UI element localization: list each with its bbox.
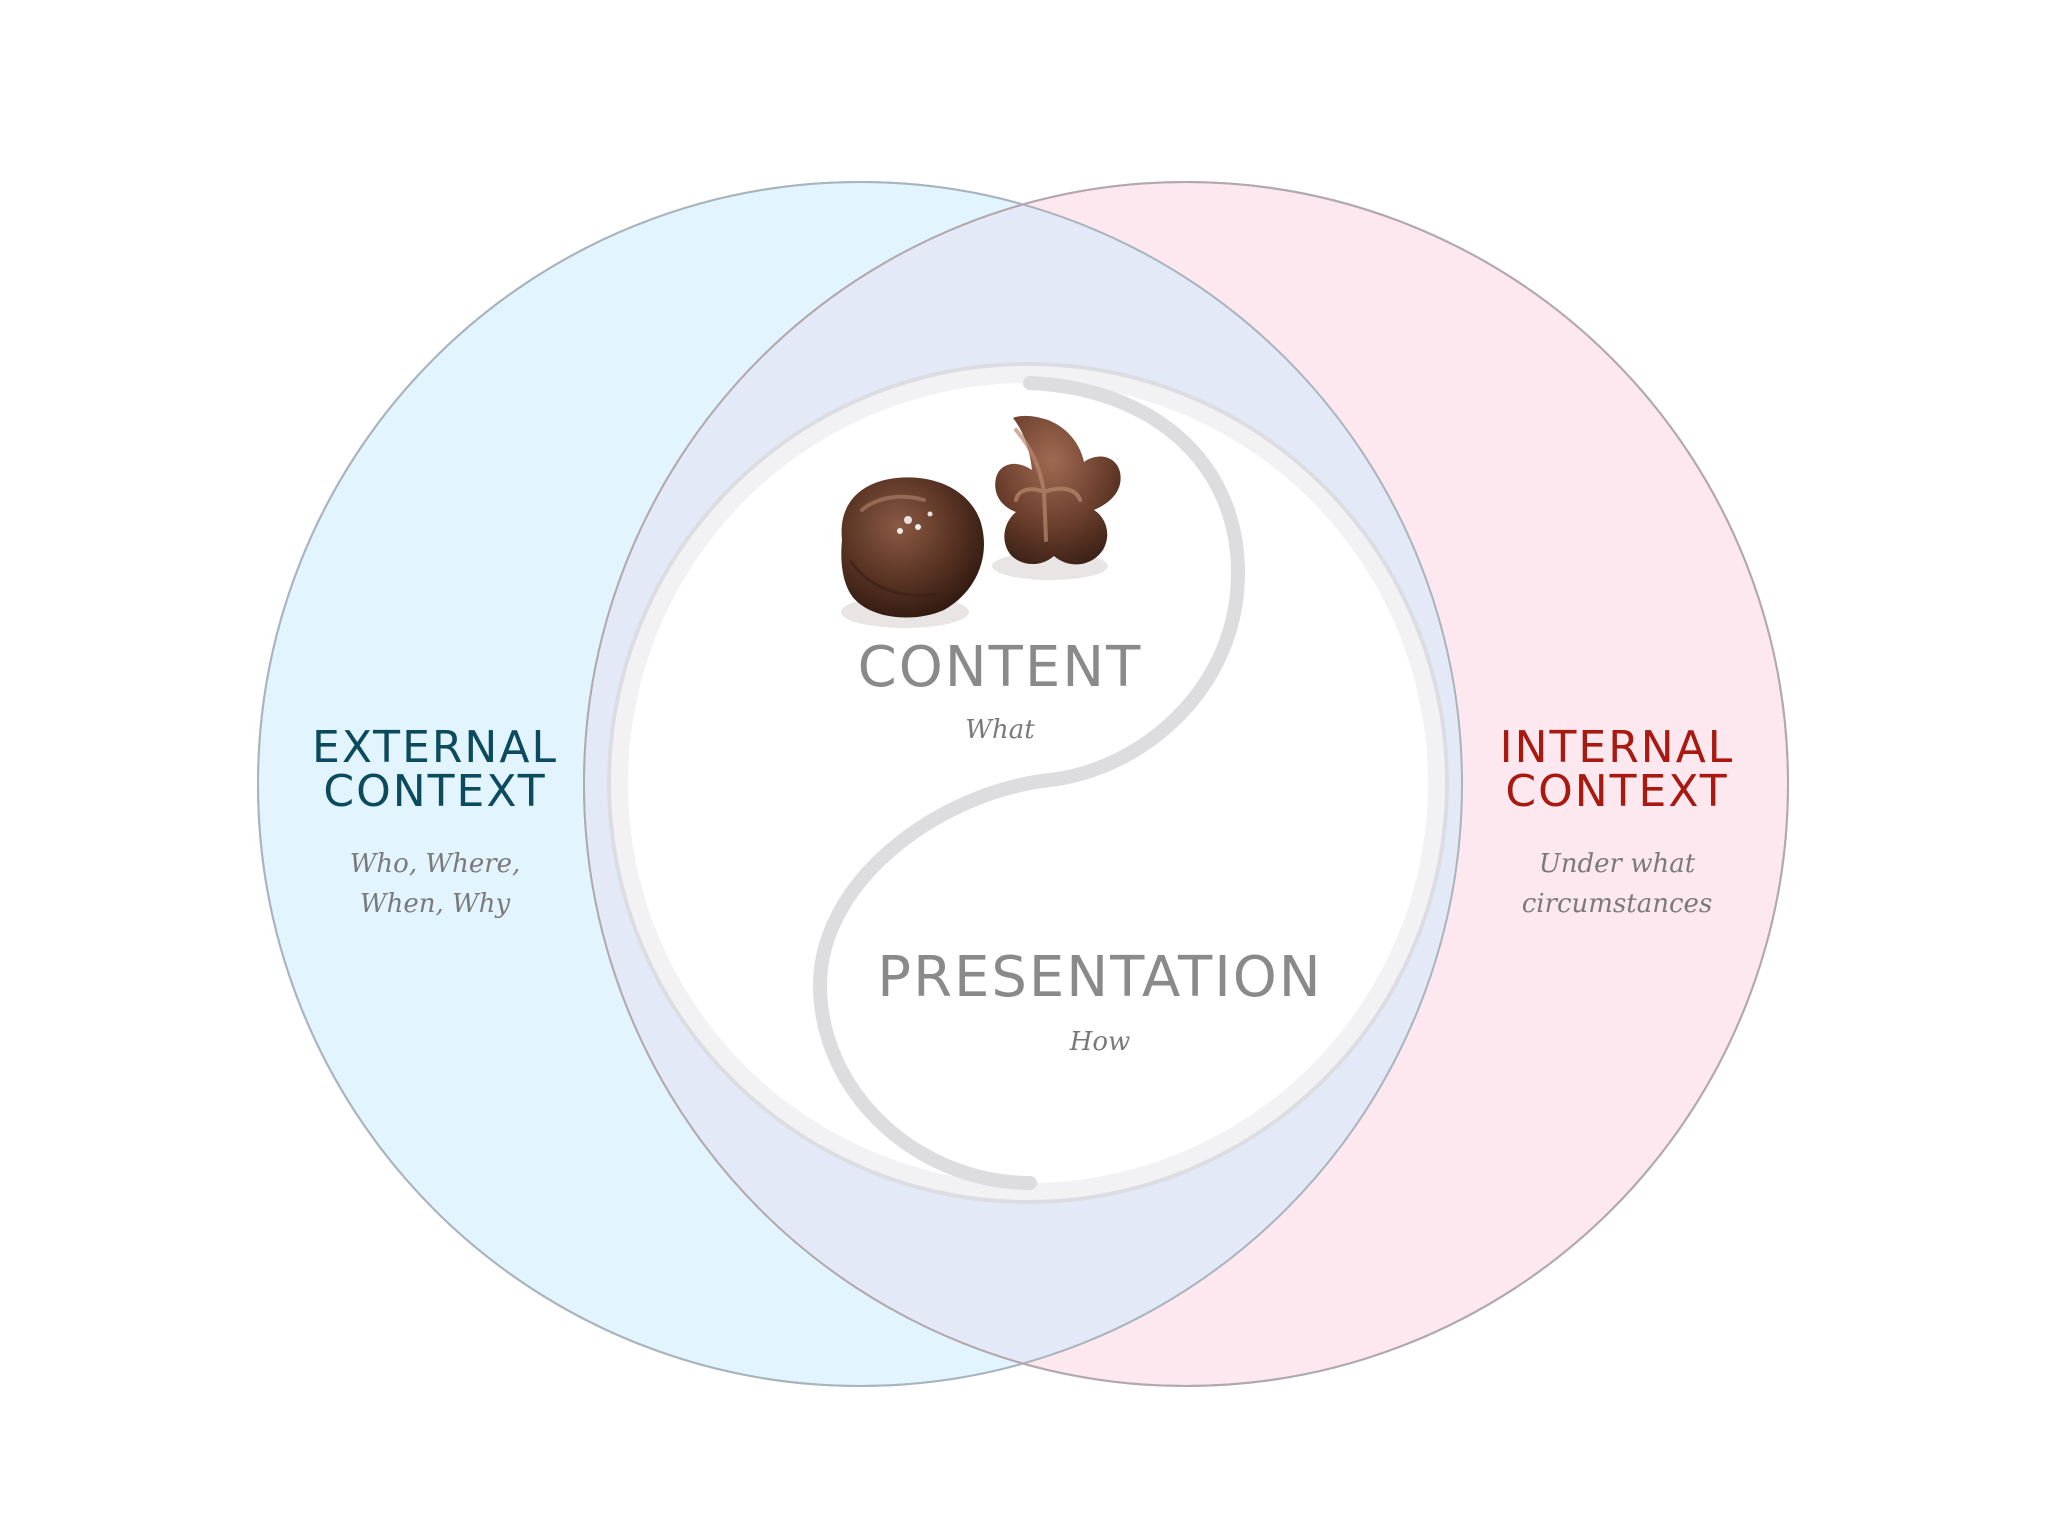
internal-context-subtitle: Under what circumstances bbox=[1462, 844, 1772, 925]
content-presentation-divider bbox=[812, 376, 1246, 1190]
external-context-title: EXTERNAL CONTEXT bbox=[230, 726, 640, 814]
external-context-sub-line2: When, Why bbox=[359, 889, 511, 920]
presentation-subtitle: How bbox=[1069, 1027, 1131, 1057]
external-context-sub-line1: Who, Where, bbox=[349, 849, 521, 879]
internal-context-title-line2: CONTEXT bbox=[1505, 766, 1729, 817]
internal-context-title-line1: INTERNAL bbox=[1499, 722, 1735, 773]
external-context-title-line2: CONTEXT bbox=[323, 766, 547, 817]
external-context-title-line1: EXTERNAL bbox=[312, 722, 558, 773]
content-subtitle: What bbox=[965, 715, 1035, 745]
chocolate-truffles-image bbox=[841, 415, 1121, 628]
internal-context-sub-line2: circumstances bbox=[1521, 889, 1713, 920]
external-context-subtitle: Who, Where, When, Why bbox=[280, 844, 590, 925]
presentation-title: PRESENTATION bbox=[877, 945, 1323, 1010]
content-title: CONTENT bbox=[857, 635, 1143, 700]
internal-context-title: INTERNAL CONTEXT bbox=[1412, 726, 1822, 814]
internal-context-sub-line1: Under what bbox=[1538, 849, 1696, 879]
